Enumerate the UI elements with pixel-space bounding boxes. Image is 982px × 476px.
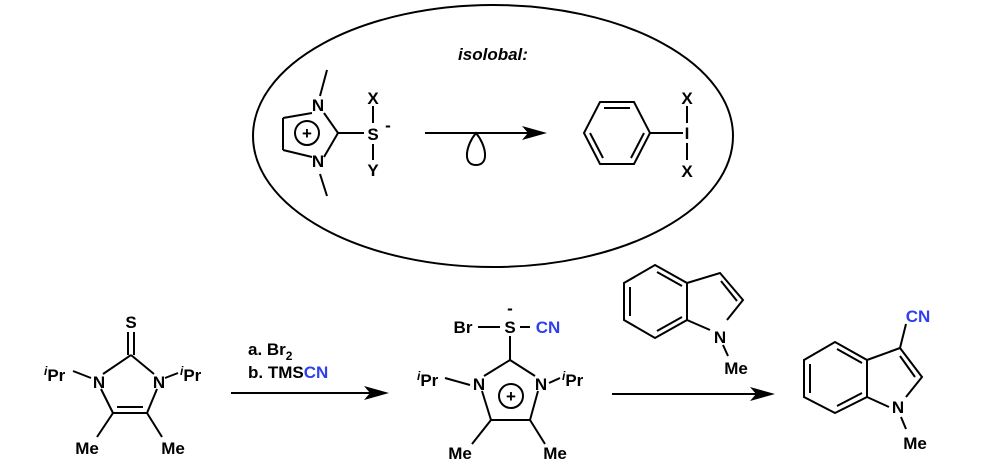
atom-y: Y [367,161,379,180]
atom-x: X [681,162,693,181]
atom-n: N [93,373,105,392]
reaction-conditions: a. Br2 b. TMSCN [231,340,389,400]
n-methylindole: N Me [623,263,748,378]
minus-charge: - [507,299,513,318]
cyano-label: CN [536,318,561,337]
lone-pair-lobe-icon [466,131,486,167]
isopropyl-label: iPr [180,364,202,385]
imidazolium-sulfuranide-reagent: Br S - CN + N N iPr iPr Me Me [417,299,584,463]
atom-n: N [714,328,726,347]
atom-n: N [312,152,324,171]
methyl-label: Me [448,444,472,463]
isopropyl-label: iPr [44,364,66,385]
isolobal-title: isolobal: [458,45,528,64]
imidazolium-sulfuranide: + N N S - X Y [282,69,391,197]
plus-charge: + [506,387,516,406]
atom-s: S [367,125,378,144]
cyano-label: CN [906,307,931,326]
methyl-label: Me [543,444,567,463]
methyl-label: Me [724,359,748,378]
imidazole-thione: S N N iPr iPr Me Me [44,313,202,458]
condition-b: b. TMSCN [248,363,328,382]
3-cyano-n-methylindole: CN N Me [803,307,931,453]
atom-n: N [312,96,324,115]
isolobal-panel: isolobal: + N N S - X Y [252,4,734,268]
atom-x: X [681,89,693,108]
methyl-label: Me [75,439,99,458]
atom-n: N [473,375,485,394]
isopropyl-label: iPr [562,369,584,390]
plus-circle [294,120,320,146]
atom-n: N [892,398,904,417]
atom-s: S [504,318,515,337]
isolobal-arrow [425,126,547,167]
plus-circle [498,383,524,409]
atom-br: Br [454,318,473,337]
isopropyl-label: iPr [417,369,439,390]
atom-n: N [153,373,165,392]
methyl-label: Me [903,434,927,453]
atom-n: N [535,375,547,394]
condition-a: a. Br2 [248,340,293,363]
methyl-label: Me [161,439,185,458]
atom-i: I [685,124,690,143]
atom-s: S [125,313,136,332]
isolobal-ellipse [252,4,734,268]
minus-charge: - [385,116,391,135]
atom-x: X [367,89,379,108]
phenyl-iodane: I X X [582,89,693,181]
plus-charge: + [302,124,312,143]
